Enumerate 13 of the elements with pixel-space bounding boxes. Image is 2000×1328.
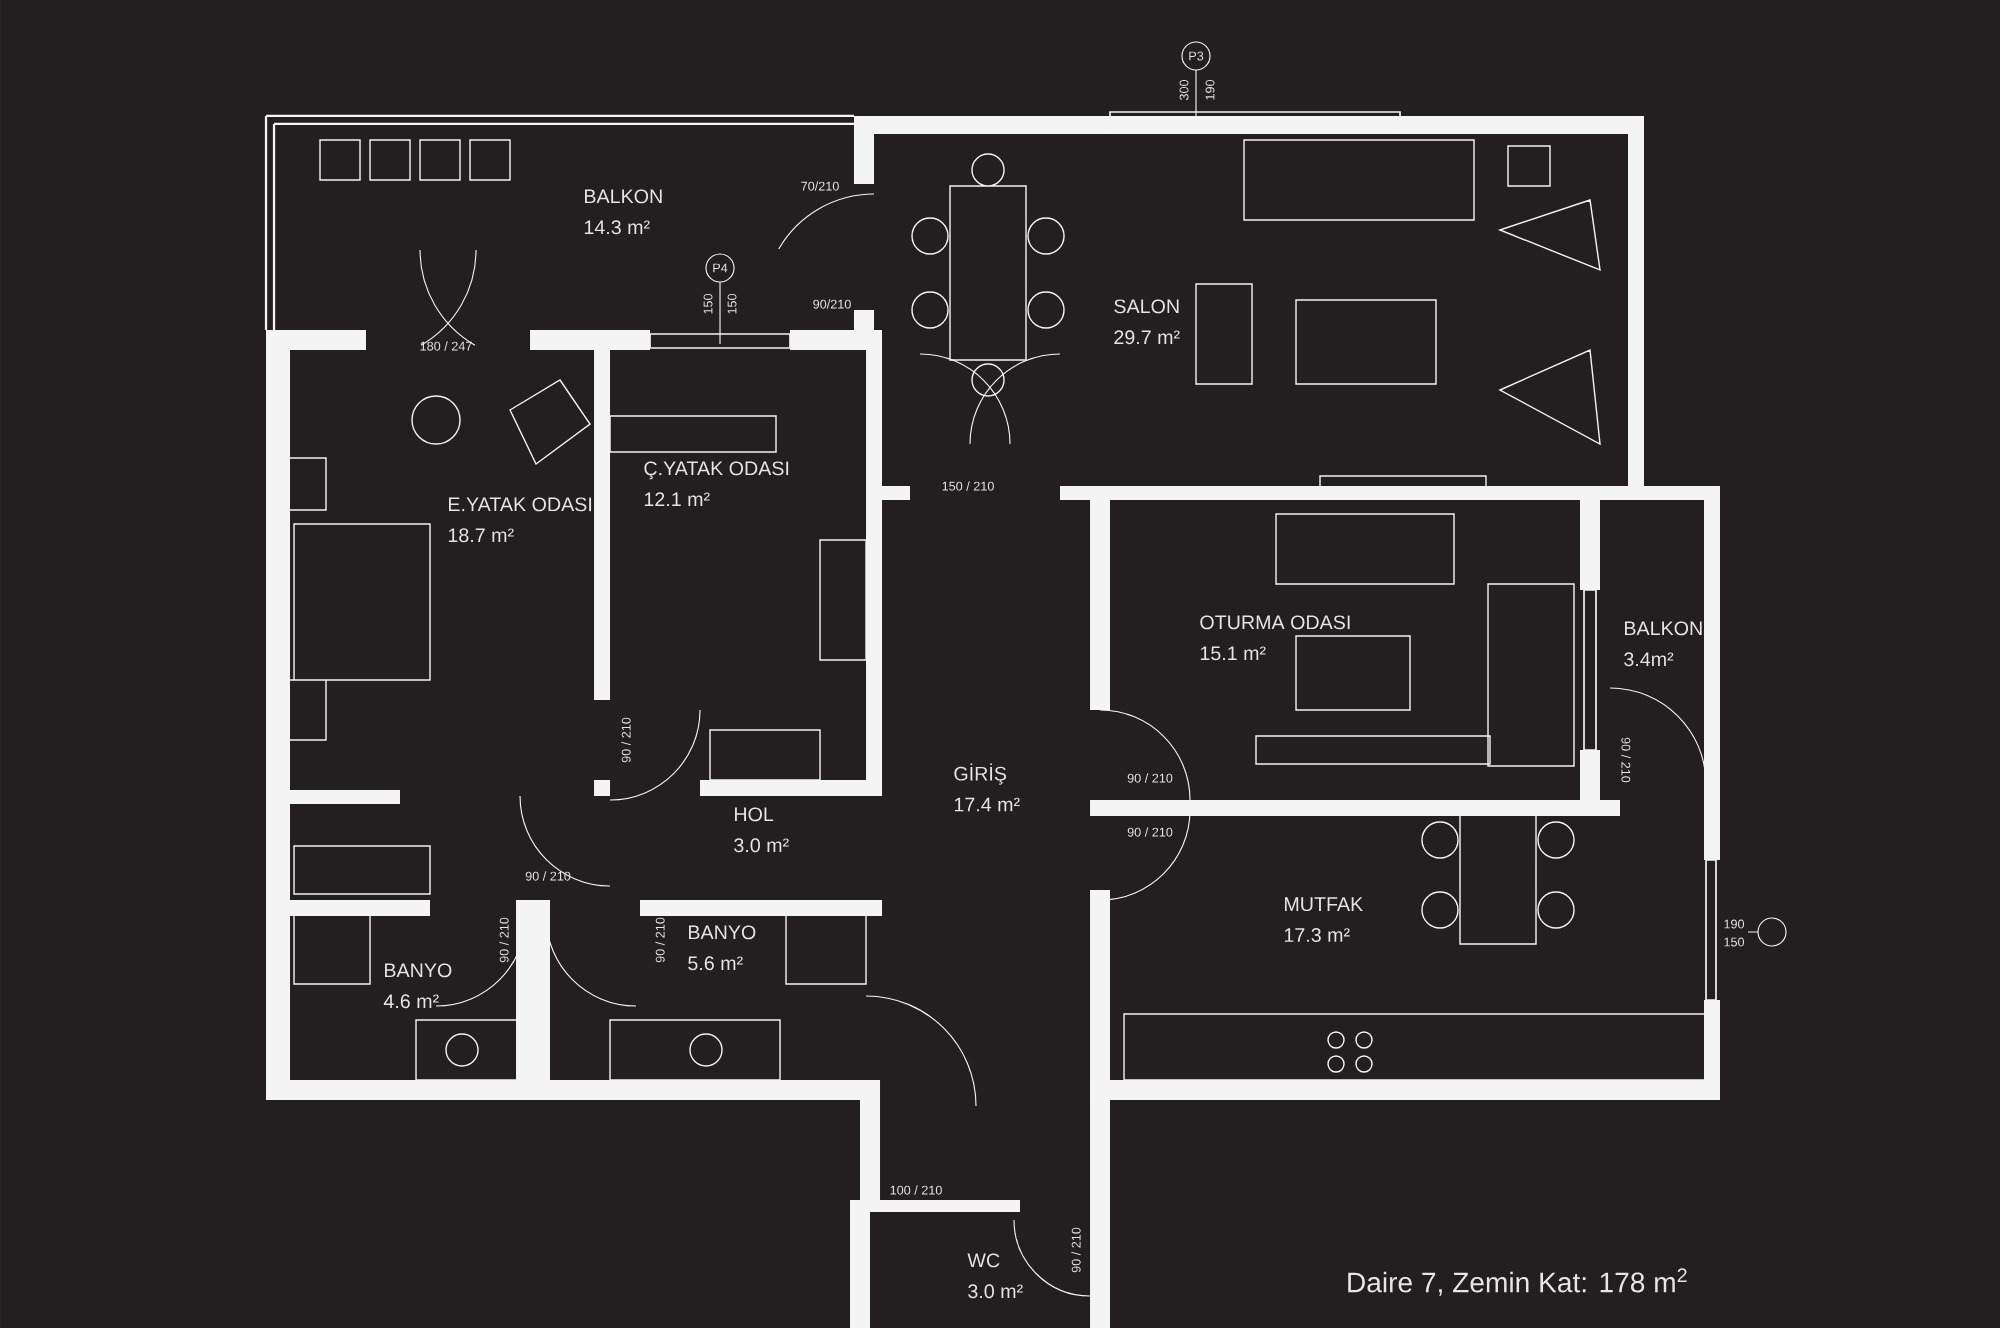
room-label: SALON 29.7 m² xyxy=(1114,299,1180,345)
room-label: OTURMA ODASI 15.1 m² xyxy=(1200,615,1350,661)
room-label: E.YATAK ODASI 18.7 m² xyxy=(448,497,592,543)
room-label: GİRİŞ 17.4 m² xyxy=(954,763,1020,812)
room-label: BANYO 5.6 m² xyxy=(688,925,756,971)
room-label: HOL 3.0 m² xyxy=(734,807,789,853)
room-label: Ç.YATAK ODASI 12.1 m² xyxy=(644,461,789,507)
room-label: MUTFAK 17.3 m² xyxy=(1284,897,1363,942)
room-label: WC 3.0 m² xyxy=(967,1253,1023,1299)
room-label: BANYO 4.6 m² xyxy=(383,963,452,1009)
caption: Daire 7, Zemin Kat: 178 m$^{2}$ xyxy=(1348,1268,1687,1296)
room-label: BALKON 14.3 m² xyxy=(584,189,662,235)
room-label: BALKON 3.4m² xyxy=(1624,621,1702,667)
